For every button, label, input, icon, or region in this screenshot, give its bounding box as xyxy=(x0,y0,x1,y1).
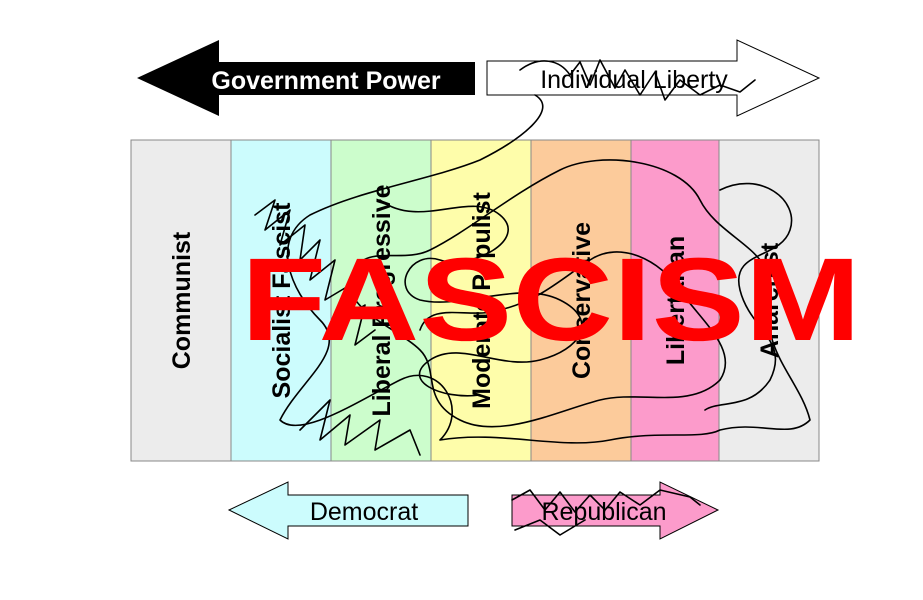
spectrum-column-anarchist xyxy=(718,139,820,462)
spectrum-label-liberal-progressive: Liberal Progressive xyxy=(368,184,396,416)
scribble-top-liberty xyxy=(519,59,756,101)
individual-liberty-label: Individual Liberty xyxy=(540,66,728,94)
spectrum-column-conservative xyxy=(530,139,632,462)
republican-label: Republican xyxy=(541,498,666,526)
republican-arrow: Republican xyxy=(511,481,720,540)
scribble-center xyxy=(379,199,583,397)
spectrum-column-moderate-populist xyxy=(430,139,532,462)
spectrum-label-moderate-populist: Moderate Populist xyxy=(468,191,496,408)
scribble-right xyxy=(704,182,793,411)
democrat-label: Democrat xyxy=(310,498,418,526)
spectrum-column-libertarian xyxy=(630,139,720,462)
democrat-arrow: Democrat xyxy=(227,481,469,540)
fascism-overlay-text: FASCISM xyxy=(241,234,861,366)
scribble-lines xyxy=(254,59,811,536)
government-power-label: Government Power xyxy=(211,67,440,95)
scribble-bottom-republican xyxy=(511,489,701,536)
scribble-lower xyxy=(299,399,421,456)
scribble-left xyxy=(254,199,376,346)
individual-liberty-arrow: Individual Liberty xyxy=(486,39,821,117)
spectrum-label-libertarian: Libertarian xyxy=(662,236,690,365)
spectrum-label-communist: Communist xyxy=(168,231,196,369)
spectrum-label-conservative: Conservative xyxy=(568,222,596,379)
scribble-main xyxy=(279,94,811,444)
government-power-arrow: Government Power xyxy=(137,40,475,116)
